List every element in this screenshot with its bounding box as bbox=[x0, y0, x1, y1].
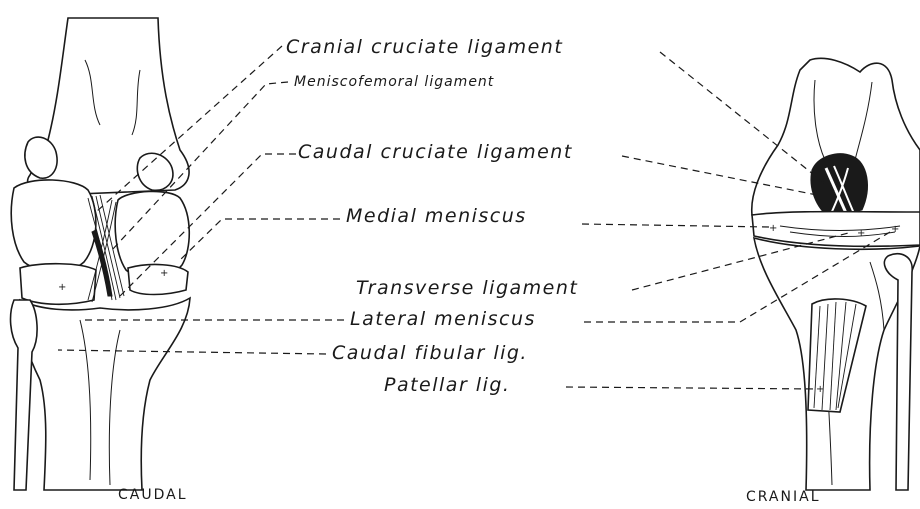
caudal-lateral-sesamoid bbox=[25, 137, 57, 178]
label-caudal-cruciate-ligament: Caudal cruciate ligament bbox=[298, 143, 573, 162]
label-cranial-cruciate-ligament: Cranial cruciate ligament bbox=[286, 38, 563, 57]
caudal-view-drawing: + + bbox=[11, 18, 190, 490]
svg-text:+: + bbox=[769, 223, 777, 234]
caudal-fibula bbox=[11, 300, 38, 490]
svg-text:+: + bbox=[891, 224, 899, 235]
svg-text:+: + bbox=[857, 228, 865, 239]
leader-medial-meniscus-left bbox=[178, 219, 340, 262]
leader-medial-meniscus-right bbox=[582, 224, 770, 227]
svg-text:+: + bbox=[58, 282, 66, 293]
caudal-tibia bbox=[20, 298, 190, 490]
label-patellar-lig: Patellar lig. bbox=[384, 376, 510, 395]
view-label-cranial: CRANIAL bbox=[746, 490, 821, 504]
label-meniscofemoral-ligament: Meniscofemoral ligament bbox=[294, 75, 494, 89]
leader-patellar bbox=[566, 387, 818, 389]
svg-text:+: + bbox=[160, 268, 168, 279]
view-label-caudal: CAUDAL bbox=[118, 488, 188, 502]
svg-text:+: + bbox=[816, 384, 824, 395]
label-transverse-ligament: Transverse ligament bbox=[356, 279, 578, 298]
label-medial-meniscus: Medial meniscus bbox=[346, 207, 527, 226]
label-caudal-fibular-lig: Caudal fibular lig. bbox=[332, 344, 528, 363]
caudal-medial-meniscus bbox=[128, 265, 188, 295]
caudal-lateral-condyle bbox=[11, 180, 96, 272]
cranial-view-drawing: + + + + bbox=[752, 58, 920, 490]
label-lateral-meniscus: Lateral meniscus bbox=[350, 310, 536, 329]
